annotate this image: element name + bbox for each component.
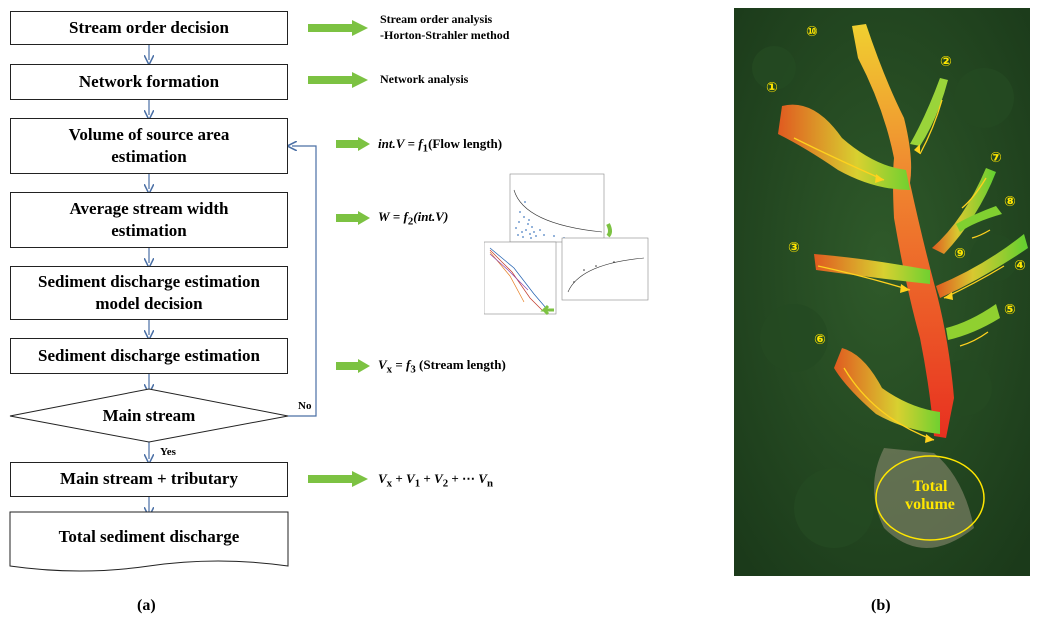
decision-diamond bbox=[9, 388, 289, 443]
decision-label: Main stream bbox=[102, 405, 196, 425]
tributary-badge-3: ③ bbox=[788, 240, 800, 256]
step-sediment-discharge-estimation: Sediment discharge estimation bbox=[10, 338, 288, 374]
formula-rhs: (int.V) bbox=[413, 209, 449, 224]
step-label-line2: estimation bbox=[111, 221, 187, 240]
green-arrow-icon bbox=[336, 137, 370, 151]
formula-vx: Vx = f3 (Stream length) bbox=[378, 357, 506, 376]
step-average-stream-width: Average stream width estimation bbox=[10, 192, 288, 248]
formula-lhs: V bbox=[378, 357, 387, 372]
step-label-line2: model decision bbox=[95, 294, 203, 313]
tributary-badge-2: ② bbox=[940, 54, 952, 70]
tributary-badge-1: ① bbox=[766, 80, 778, 96]
step-label: Main stream + tributary bbox=[60, 469, 238, 489]
formula-v: V bbox=[478, 471, 487, 486]
formula-sub: 1 bbox=[414, 477, 421, 490]
caption-a: (a) bbox=[137, 597, 156, 614]
formula-v: V bbox=[406, 471, 415, 486]
formula-int-v: int.V = f1(Flow length) bbox=[378, 136, 502, 155]
formula-w: W = f2(int.V) bbox=[378, 209, 448, 228]
formula-total: Vx + V1 + V2 + ⋯ Vn bbox=[378, 471, 493, 490]
note-stream-order-analysis: Stream order analysis -Horton-Strahler m… bbox=[380, 12, 509, 43]
document-shape bbox=[9, 511, 289, 572]
tributary-badge-6: ⑥ bbox=[814, 332, 826, 348]
formula-lhs: W bbox=[378, 209, 390, 224]
formula-sub: 3 bbox=[410, 363, 416, 376]
note-line2: -Horton-Strahler method bbox=[380, 27, 510, 42]
green-arrow-icon bbox=[336, 359, 370, 373]
formula-fn: f bbox=[403, 209, 408, 224]
green-arrow-icon bbox=[308, 72, 368, 88]
formula-rhs: (Flow length) bbox=[428, 136, 503, 151]
tributary-badge-5: ⑤ bbox=[1004, 302, 1016, 318]
step-label-line1: Sediment discharge estimation bbox=[38, 271, 260, 291]
formula-eq: = bbox=[392, 357, 407, 372]
formula-lhs: int.V bbox=[378, 136, 405, 151]
tributary-badge-4: ④ bbox=[1014, 258, 1026, 274]
tributary-badge-8: ⑧ bbox=[1004, 194, 1016, 210]
formula-eq: = bbox=[404, 136, 419, 151]
step-total-sediment-discharge: Total sediment discharge bbox=[10, 516, 288, 558]
tributary-badge-9: ⑨ bbox=[954, 246, 966, 262]
stream-network-map: ① ② ③ ④ ⑤ ⑥ ⑦ ⑧ ⑨ ⑩ Total volume bbox=[734, 8, 1030, 576]
formula-sub: n bbox=[486, 477, 493, 490]
step-main-plus-tributary: Main stream + tributary bbox=[10, 462, 288, 497]
formula-fn: f bbox=[406, 357, 411, 372]
tributary-badge-10: ⑩ bbox=[806, 24, 818, 40]
total-volume-line1: Total bbox=[912, 478, 948, 495]
step-label-line1: Volume of source area bbox=[68, 124, 230, 144]
formula-sub: x bbox=[386, 477, 393, 490]
step-label-line2: estimation bbox=[111, 147, 187, 166]
formula-v: V bbox=[434, 471, 443, 486]
formula-eq: = bbox=[389, 209, 404, 224]
yes-label: Yes bbox=[160, 446, 176, 458]
step-network-formation: Network formation bbox=[10, 64, 288, 100]
caption-b: (b) bbox=[871, 597, 891, 614]
note-line1: Stream order analysis bbox=[380, 12, 493, 26]
regression-plots-thumbnail bbox=[484, 173, 649, 316]
formula-sub: 2 bbox=[407, 215, 414, 228]
step-volume-source-area: Volume of source area estimation bbox=[10, 118, 288, 174]
formula-v: V bbox=[378, 471, 387, 486]
step-stream-order-decision: Stream order decision bbox=[10, 11, 288, 45]
step-label: Stream order decision bbox=[69, 17, 229, 37]
step-label: Network formation bbox=[78, 71, 220, 91]
step-label: Total sediment discharge bbox=[58, 526, 240, 546]
green-arrow-icon bbox=[336, 211, 370, 225]
flowchart-connectors bbox=[9, 45, 317, 572]
decision-main-stream: Main stream bbox=[10, 402, 288, 430]
no-label: No bbox=[298, 400, 312, 412]
step-model-decision: Sediment discharge estimation model deci… bbox=[10, 266, 288, 320]
formula-lhs-sub: x bbox=[386, 363, 393, 376]
green-arrow-icon bbox=[308, 471, 368, 487]
step-label: Sediment discharge estimation bbox=[38, 345, 260, 365]
tributary-badge-7: ⑦ bbox=[990, 150, 1002, 166]
green-arrow-icon bbox=[308, 20, 368, 36]
formula-sub: 1 bbox=[422, 142, 429, 155]
total-volume-line2: volume bbox=[905, 496, 955, 514]
formula-rhs: (Stream length) bbox=[415, 357, 506, 372]
step-label-line1: Average stream width bbox=[69, 198, 229, 218]
formula-fn: f bbox=[418, 136, 423, 151]
total-volume-label: Total volume bbox=[876, 478, 984, 515]
formula-sub: 2 bbox=[442, 477, 449, 490]
satellite-map-graphic bbox=[734, 8, 1030, 576]
note-network-analysis: Network analysis bbox=[380, 72, 469, 86]
